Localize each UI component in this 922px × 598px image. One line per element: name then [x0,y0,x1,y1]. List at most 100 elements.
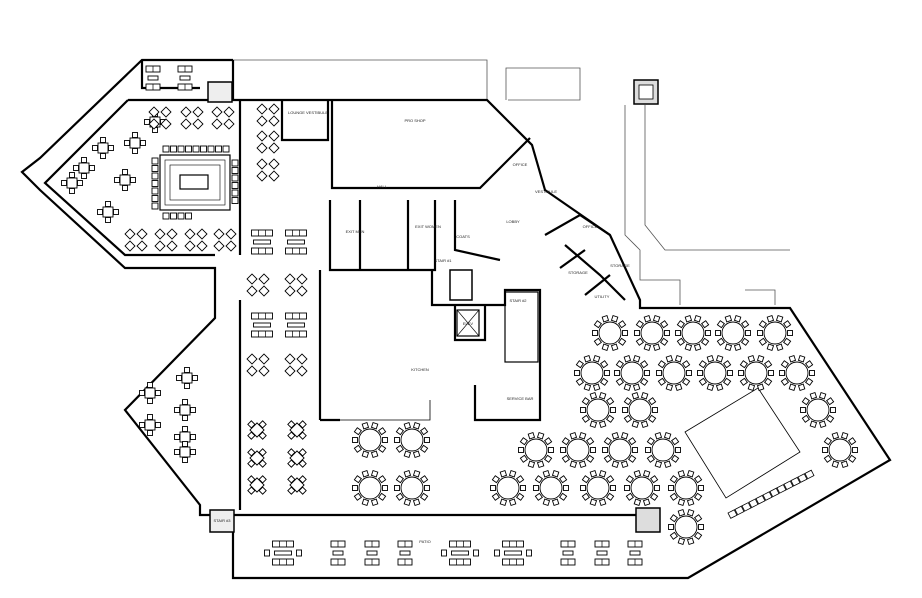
label-coats: COATS [456,234,470,239]
square-table [139,382,161,404]
round-table [574,355,610,391]
table-cluster [180,106,204,130]
table-cluster [284,273,308,297]
square-table [247,448,267,468]
banquet-table [441,540,479,566]
square-table [124,132,146,154]
label-service-bar: SERVICE BAR [507,396,534,401]
banquet-table [560,540,576,566]
square-table [92,137,114,159]
label-storage-1: STORAGE [568,270,588,275]
table-cluster [213,228,237,252]
exterior-walls [20,58,892,580]
label-office-small: OFFICE [513,162,528,167]
banquet-table [177,65,193,91]
banquet-table [627,540,643,566]
banquet-table [330,540,346,566]
label-pro-shop: PRO SHOP [404,118,425,123]
dance-floor [684,387,801,499]
banquet-table [494,540,532,566]
stair-3 [209,509,235,533]
square-table [174,399,196,421]
label-lounge-vestibule: LOUNGE VESTIBULE [288,110,328,115]
table-cluster [154,228,178,252]
room-labels: LOUNGE VESTIBULE PRO SHOP HALL EXIT MEN … [213,110,630,544]
round-table [592,315,628,351]
banquet-table [594,540,610,566]
banquet-table [251,312,273,338]
label-exit-women: EXIT WOMEN [415,224,441,229]
round-table [738,355,774,391]
central-banquet-table [159,154,231,211]
square-table [174,441,196,463]
round-table [634,315,670,351]
round-table [779,355,815,391]
banquet-table [397,540,413,566]
table-cluster [246,273,270,297]
banquet-table [364,540,380,566]
round-table [602,432,638,468]
banquet-table [285,312,307,338]
stage [727,469,815,519]
stair-2 [504,291,539,363]
round-table [614,355,650,391]
table-cluster [211,106,235,130]
square-table [139,414,161,436]
label-office: OFFICE [583,224,598,229]
square-table [97,201,119,223]
table-cluster [148,106,172,130]
label-exit-men: EXIT MEN [346,229,365,234]
round-table [533,470,569,506]
table-cluster [184,228,208,252]
label-stair-2: STAIR #2 [509,298,527,303]
table-cluster [124,228,148,252]
table-cluster [256,103,280,127]
stair-1 [449,269,473,301]
label-stair-1: STAIR #1 [434,258,452,263]
square-table [287,420,307,440]
square-table [247,475,267,495]
round-table [757,315,793,351]
round-table [394,470,430,506]
column [635,507,661,533]
round-table [518,432,554,468]
table-cluster [256,130,280,154]
column [207,81,233,103]
round-table [560,432,596,468]
round-table [656,355,692,391]
label-elev: ELEV [463,321,474,326]
square-table [73,157,95,179]
round-table [645,432,681,468]
label-utility: UTILITY [595,294,610,299]
banquet-chairs [151,145,239,220]
round-table [822,432,858,468]
round-table [622,392,658,428]
label-kitchen: KITCHEN [411,367,429,372]
site-lines [233,59,790,305]
table-cluster [246,353,270,377]
label-patio: PATIO [419,539,430,544]
interior-walls [238,100,626,510]
banquet-table [145,65,161,91]
square-table [247,420,267,440]
square-table [287,448,307,468]
round-table [668,509,704,545]
square-table [114,169,136,191]
round-table [490,470,526,506]
column [633,79,659,105]
banquet-table [285,229,307,255]
round-table [624,470,660,506]
square-table [287,475,307,495]
round-table [800,392,836,428]
round-table [580,470,616,506]
square-table [61,172,83,194]
label-storage-2: STORAGE [610,263,630,268]
banquet-table [251,229,273,255]
elevator [456,309,480,337]
round-table [715,315,751,351]
furniture [61,65,858,566]
label-stair-3: STAIR #3 [213,518,231,523]
label-vestibule: VESTIBULE [535,189,557,194]
banquet-table [264,540,302,566]
